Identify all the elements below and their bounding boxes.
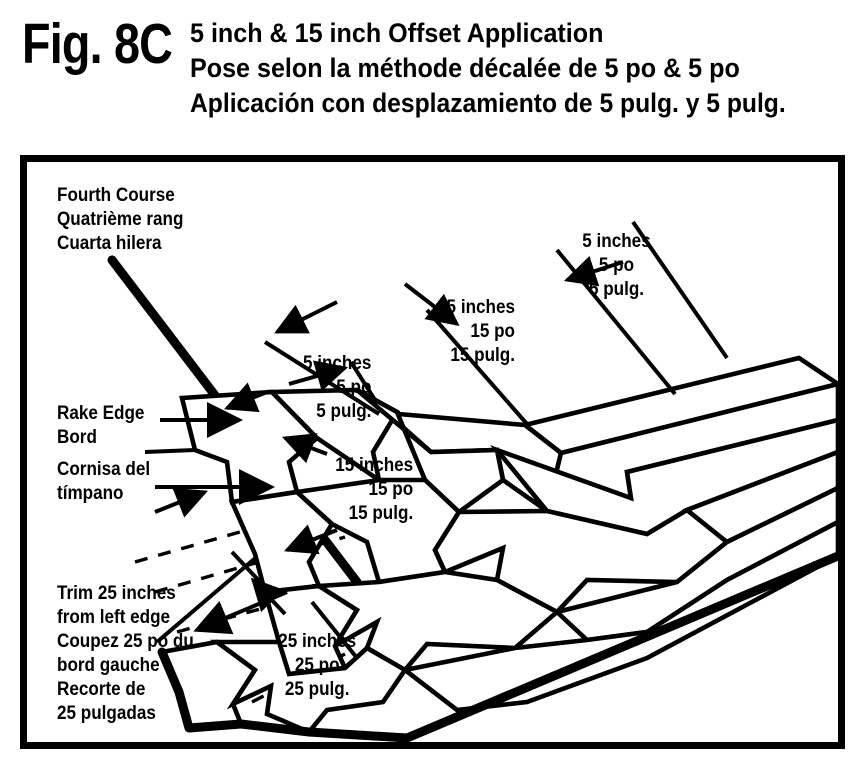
dim-15in-left-en: 15 inches bbox=[335, 455, 414, 476]
fourth-course-fr: Quatrième rang bbox=[57, 209, 184, 230]
title-spanish: Aplicación con desplazamiento de 5 pulg.… bbox=[190, 88, 786, 118]
shingle-strip bbox=[682, 449, 838, 545]
cornice-es-1: Cornisa del bbox=[57, 459, 151, 480]
trim-callout-arrow bbox=[193, 590, 288, 635]
dim-15in-mid: 15 inches 15 po 15 pulg. bbox=[407, 296, 515, 368]
dim-15in-mid-en: 15 inches bbox=[437, 297, 515, 318]
shingle-strip bbox=[210, 639, 409, 735]
shingle-strip bbox=[399, 519, 838, 713]
dim-25in-bottom-es: 25 pulg. bbox=[284, 679, 350, 700]
shingle-field bbox=[158, 355, 838, 735]
dim-5in-left-fr: 5 po bbox=[336, 377, 372, 398]
dim-15in-left: 15 inches 15 po 15 pulg. bbox=[307, 454, 413, 526]
dimension-leader-lines bbox=[144, 220, 729, 660]
dim-15in-left-es: 15 pulg. bbox=[348, 503, 414, 524]
dim-5in-right: 5 inches 5 po 5 pulg. bbox=[567, 230, 666, 302]
trim-es-1: Recorte de bbox=[57, 679, 146, 700]
shingle-strip bbox=[355, 387, 506, 515]
fourth-course-en: Fourth Course bbox=[57, 185, 175, 206]
rake-edge-fr: Bord bbox=[57, 427, 97, 448]
label-trim-instruction: Trim 25 inches from left edge Coupez 25 … bbox=[57, 582, 194, 726]
dim-15in-mid-fr: 15 po bbox=[470, 321, 515, 342]
trim-en-2: from left edge bbox=[57, 607, 171, 628]
dim-25in-bottom: 25 inches 25 po 25 pulg. bbox=[265, 630, 369, 702]
eave-edge-line bbox=[157, 551, 838, 742]
callout-arrows bbox=[155, 402, 288, 635]
diagram-svg bbox=[107, 220, 838, 742]
dim-5in-left-es: 5 pulg. bbox=[316, 401, 372, 422]
shingle-diagram: Fourth Course Quatrième rang Cuarta hile… bbox=[27, 162, 852, 756]
dim-15in-left-fr: 15 po bbox=[368, 479, 414, 500]
dim-25in-bottom-en: 25 inches bbox=[278, 631, 357, 652]
cornice-es-2: tímpano bbox=[57, 483, 124, 504]
trim-en-1: Trim 25 inches bbox=[57, 583, 176, 604]
dim-5in-right-en: 5 inches bbox=[582, 231, 651, 252]
title-french: Pose selon la méthode décalée de 5 po & … bbox=[190, 53, 740, 83]
trim-fr-2: bord gauche bbox=[57, 655, 160, 676]
title-english: 5 inch & 15 inch Offset Application bbox=[190, 18, 604, 48]
dim-15in-mid-es: 15 pulg. bbox=[450, 345, 515, 366]
rake-edge-en: Rake Edge bbox=[57, 403, 145, 424]
figure-header: Fig. 8C 5 inch & 15 inch Offset Applicat… bbox=[0, 0, 864, 150]
fourth-course-es: Cuarta hilera bbox=[57, 233, 162, 254]
dim-5in-right-es: 5 pulg. bbox=[588, 279, 645, 300]
label-rake-edge: Rake Edge Bord bbox=[57, 402, 144, 450]
shingle-strip bbox=[311, 569, 562, 673]
trim-es-2: 25 pulgadas bbox=[57, 703, 156, 724]
figure-number: Fig. 8C bbox=[22, 12, 173, 76]
trim-fr-1: Coupez 25 po du bbox=[57, 631, 194, 652]
dim-5in-right-fr: 5 po bbox=[598, 255, 635, 276]
label-cornice: Cornisa del tímpano bbox=[57, 458, 150, 506]
dim-5in-left-en: 5 inches bbox=[302, 353, 372, 374]
figure-frame: Fourth Course Quatrième rang Cuarta hile… bbox=[20, 155, 845, 749]
dim-25in-bottom-fr: 25 po bbox=[294, 655, 340, 676]
figure-titles: 5 inch & 15 inch Offset Application Pose… bbox=[190, 16, 862, 121]
label-fourth-course: Fourth Course Quatrième rang Cuarta hile… bbox=[57, 184, 183, 256]
dim-5in-left: 5 inches 5 po 5 pulg. bbox=[285, 352, 371, 424]
